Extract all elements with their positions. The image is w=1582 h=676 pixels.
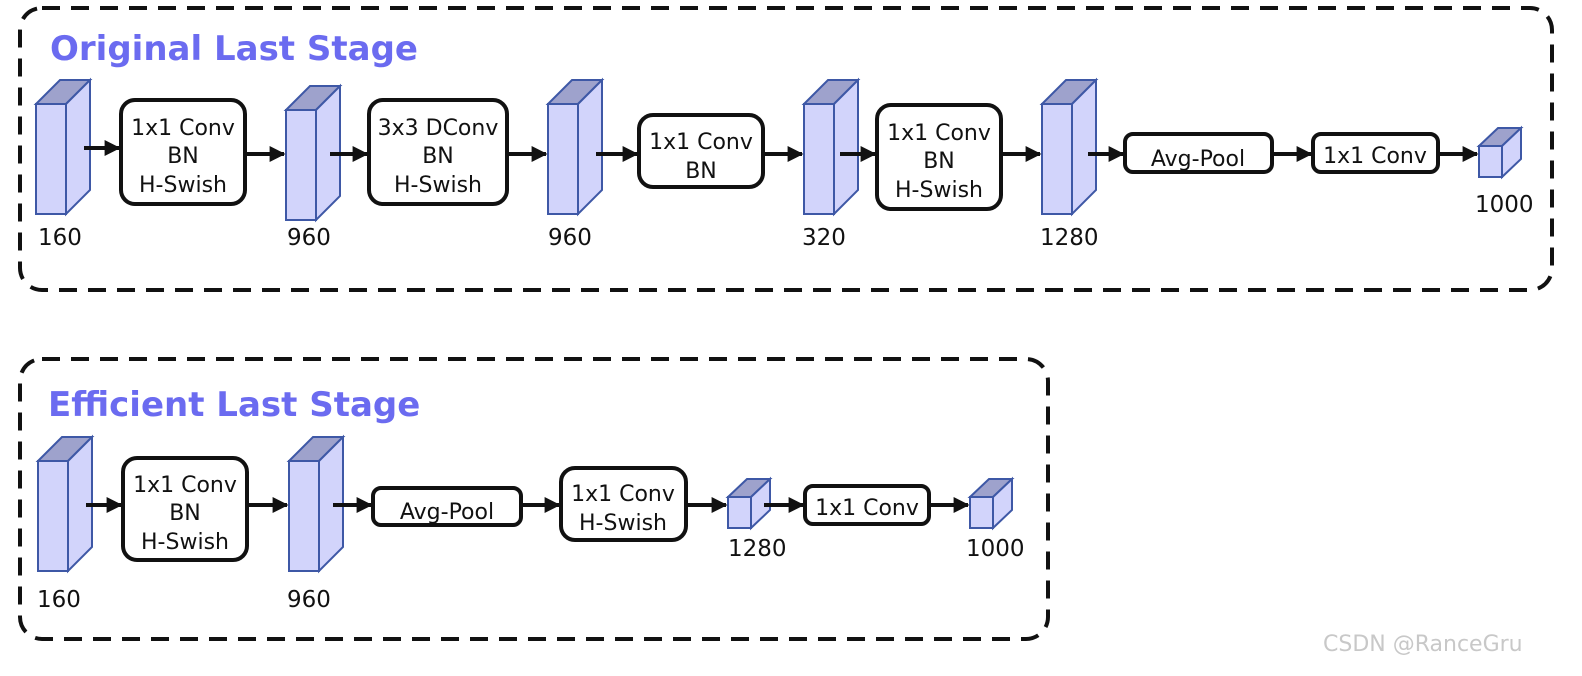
tensor-160 — [33, 77, 93, 217]
efficient-stage-frame — [18, 357, 1050, 641]
op-avg-pool: Avg-Pool — [1123, 132, 1274, 174]
svg-text:1x1 Conv: 1x1 Conv — [571, 482, 675, 507]
op-3x3dconv-bn-hswish: 3x3 DConv BN H-Swish — [367, 98, 509, 206]
tensor-label: 1000 — [966, 536, 1025, 562]
svg-text:BN: BN — [167, 144, 199, 169]
svg-text:1x1 Conv: 1x1 Conv — [133, 473, 237, 498]
watermark: CSDN @RanceGru — [1323, 632, 1523, 657]
tensor-320 — [801, 77, 861, 217]
svg-text:3x3 DConv: 3x3 DConv — [378, 116, 499, 141]
svg-text:H-Swish: H-Swish — [394, 173, 482, 198]
tensor-label: 160 — [37, 587, 81, 613]
original-stage-frame — [18, 6, 1554, 292]
efficient-stage-title: Efficient Last Stage — [48, 385, 420, 425]
svg-text:1x1 Conv: 1x1 Conv — [1323, 144, 1427, 169]
tensor-1280 — [725, 476, 773, 531]
svg-text:BN: BN — [169, 501, 201, 526]
tensor-label: 960 — [287, 225, 331, 251]
tensor-1280 — [1039, 77, 1099, 217]
tensor-1000 — [1476, 125, 1524, 180]
svg-text:H-Swish: H-Swish — [895, 178, 983, 203]
tensor-1000 — [967, 476, 1015, 531]
svg-text:Avg-Pool: Avg-Pool — [1151, 147, 1245, 172]
original-arrows — [84, 140, 1479, 162]
tensor-label: 1280 — [728, 536, 787, 562]
op-1x1conv-final: 1x1 Conv — [803, 484, 931, 526]
svg-text:H-Swish: H-Swish — [139, 173, 227, 198]
op-1x1conv-bn-hswish-2: 1x1 Conv BN H-Swish — [875, 103, 1003, 211]
tensor-160 — [35, 434, 95, 574]
tensor-label: 1000 — [1475, 192, 1534, 218]
tensor-label: 1280 — [1040, 225, 1099, 251]
op-avg-pool: Avg-Pool — [371, 486, 523, 527]
efficient-stage-panel: Efficient Last Stage 160 960 1280 1000 — [18, 357, 1050, 641]
original-stage-title: Original Last Stage — [50, 29, 418, 69]
original-stage-panel: Original Last Stage — [18, 6, 1554, 292]
tensor-label: 960 — [287, 587, 331, 613]
svg-text:H-Swish: H-Swish — [141, 530, 229, 555]
op-1x1conv-bn: 1x1 Conv BN — [637, 113, 765, 189]
op-1x1conv-bn-hswish: 1x1 Conv BN H-Swish — [121, 456, 249, 562]
tensor-label: 960 — [548, 225, 592, 251]
tensor-960-b — [545, 77, 605, 217]
tensor-960-a — [283, 83, 343, 223]
svg-text:Avg-Pool: Avg-Pool — [400, 500, 494, 525]
op-1x1conv-final: 1x1 Conv — [1311, 132, 1440, 174]
svg-text:1x1 Conv: 1x1 Conv — [649, 130, 753, 155]
svg-text:1x1 Conv: 1x1 Conv — [887, 121, 991, 146]
op-1x1conv-hswish: 1x1 Conv H-Swish — [559, 466, 688, 542]
op-1x1conv-bn-hswish: 1x1 Conv BN H-Swish — [119, 98, 247, 206]
svg-text:1x1 Conv: 1x1 Conv — [131, 116, 235, 141]
tensor-label: 160 — [38, 225, 82, 251]
svg-text:H-Swish: H-Swish — [579, 511, 667, 536]
svg-text:BN: BN — [685, 159, 717, 184]
svg-text:BN: BN — [923, 149, 955, 174]
svg-text:1x1 Conv: 1x1 Conv — [815, 496, 919, 521]
svg-text:BN: BN — [422, 144, 454, 169]
tensor-960 — [286, 434, 346, 574]
tensor-label: 320 — [802, 225, 846, 251]
